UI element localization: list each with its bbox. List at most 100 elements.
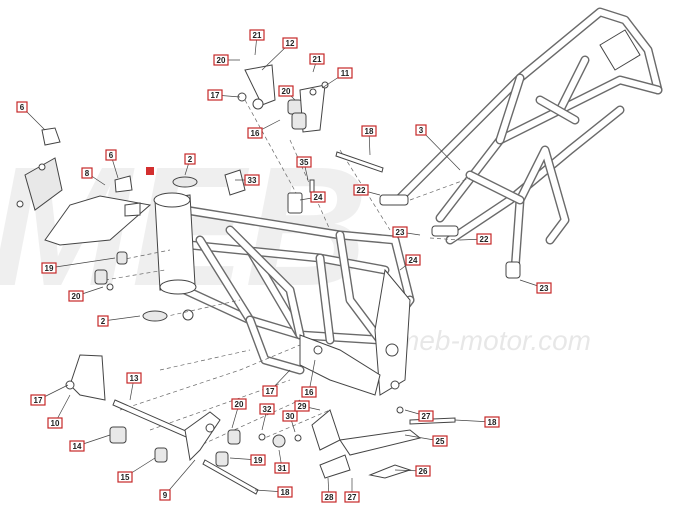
part-callout-20[interactable]: 20 — [68, 290, 84, 302]
part-callout-number: 27 — [348, 493, 357, 502]
part-callout-28[interactable]: 28 — [321, 491, 337, 503]
part-callout-21[interactable]: 21 — [309, 53, 325, 65]
main-frame — [153, 192, 415, 396]
part-callout-number: 10 — [51, 419, 60, 428]
part-callout-number: 25 — [436, 437, 445, 446]
part-callout-6[interactable]: 6 — [105, 149, 117, 161]
part-callout-number: 16 — [305, 388, 314, 397]
part-callout-24[interactable]: 24 — [405, 254, 421, 266]
part-callout-35[interactable]: 35 — [296, 156, 312, 168]
part-callout-11[interactable]: 11 — [337, 67, 353, 79]
part-callout-number: 17 — [266, 387, 275, 396]
part-callout-number: 28 — [325, 493, 334, 502]
part-callout-number: 23 — [540, 284, 549, 293]
part-callout-number: 12 — [286, 39, 295, 48]
part-callout-9[interactable]: 9 — [159, 489, 171, 501]
part-callout-17[interactable]: 17 — [30, 394, 46, 406]
reference-marker — [146, 167, 154, 175]
part-callout-number: 15 — [121, 473, 130, 482]
part-callout-number: 35 — [300, 158, 309, 167]
part-callout-number: 14 — [73, 442, 82, 451]
part-callout-number: 24 — [409, 256, 418, 265]
part-callout-32[interactable]: 32 — [259, 403, 275, 415]
part-callout-12[interactable]: 12 — [282, 37, 298, 49]
part-callout-number: 13 — [130, 374, 139, 383]
leader-line — [102, 315, 141, 322]
part-callout-20[interactable]: 20 — [231, 398, 247, 410]
part-callout-13[interactable]: 13 — [126, 372, 142, 384]
part-callout-number: 6 — [109, 151, 114, 160]
loose-parts — [16, 64, 456, 495]
part-callout-25[interactable]: 25 — [432, 435, 448, 447]
part-callout-number: 22 — [480, 235, 489, 244]
part-callout-3[interactable]: 3 — [415, 124, 427, 136]
part-callout-number: 22 — [357, 186, 366, 195]
part-callout-number: 21 — [253, 31, 262, 40]
part-callout-number: 21 — [313, 55, 322, 64]
part-callout-number: 2 — [101, 317, 106, 326]
part-callout-number: 11 — [341, 69, 350, 78]
part-callout-27[interactable]: 27 — [344, 491, 360, 503]
part-callout-number: 2 — [188, 155, 193, 164]
part-callout-20[interactable]: 20 — [278, 85, 294, 97]
part-callout-23[interactable]: 23 — [536, 282, 552, 294]
part-callout-number: 17 — [34, 396, 43, 405]
part-callout-number: 19 — [45, 264, 54, 273]
part-callout-17[interactable]: 17 — [262, 385, 278, 397]
part-callout-number: 23 — [396, 228, 405, 237]
part-callout-2[interactable]: 2 — [97, 315, 109, 327]
leader-line — [48, 257, 116, 269]
part-callout-21[interactable]: 21 — [249, 29, 265, 41]
part-callout-33[interactable]: 33 — [244, 174, 260, 186]
part-callout-number: 29 — [298, 402, 307, 411]
part-callout-8[interactable]: 8 — [81, 167, 93, 179]
part-callout-number: 26 — [419, 467, 428, 476]
part-callout-6[interactable]: 6 — [16, 101, 28, 113]
leader-line — [164, 459, 196, 496]
part-callout-number: 6 — [20, 103, 25, 112]
part-callout-30[interactable]: 30 — [282, 410, 298, 422]
part-callout-number: 16 — [251, 129, 260, 138]
part-callout-29[interactable]: 29 — [294, 400, 310, 412]
part-callout-number: 20 — [282, 87, 291, 96]
part-callout-number: 20 — [72, 292, 81, 301]
part-callout-31[interactable]: 31 — [274, 462, 290, 474]
part-callout-27[interactable]: 27 — [418, 410, 434, 422]
part-callout-20[interactable]: 20 — [213, 54, 229, 66]
part-callout-19[interactable]: 19 — [41, 262, 57, 274]
part-callout-number: 17 — [211, 91, 220, 100]
part-callout-17[interactable]: 17 — [207, 89, 223, 101]
part-callout-number: 18 — [488, 418, 497, 427]
part-callout-number: 24 — [314, 193, 323, 202]
part-callout-number: 20 — [217, 56, 226, 65]
part-callout-18[interactable]: 18 — [484, 416, 500, 428]
part-callout-19[interactable]: 19 — [250, 454, 266, 466]
part-callout-14[interactable]: 14 — [69, 440, 85, 452]
part-callout-16[interactable]: 16 — [301, 386, 317, 398]
part-callout-number: 27 — [422, 412, 431, 421]
part-callout-10[interactable]: 10 — [47, 417, 63, 429]
part-callout-number: 20 — [235, 400, 244, 409]
part-callout-number: 31 — [278, 464, 287, 473]
part-callout-2[interactable]: 2 — [184, 153, 196, 165]
part-callout-number: 18 — [281, 488, 290, 497]
part-callout-18[interactable]: 18 — [361, 125, 377, 137]
part-callout-number: 8 — [85, 169, 90, 178]
rear-subframe — [379, 7, 663, 279]
part-callout-number: 3 — [419, 126, 424, 135]
part-callout-number: 33 — [248, 176, 257, 185]
part-callout-22[interactable]: 22 — [353, 184, 369, 196]
part-callout-number: 32 — [263, 405, 272, 414]
part-callout-15[interactable]: 15 — [117, 471, 133, 483]
part-callout-22[interactable]: 22 — [476, 233, 492, 245]
part-callout-24[interactable]: 24 — [310, 191, 326, 203]
part-callout-26[interactable]: 26 — [415, 465, 431, 477]
part-callout-number: 18 — [365, 127, 374, 136]
part-callout-16[interactable]: 16 — [247, 127, 263, 139]
part-callout-number: 9 — [163, 491, 168, 500]
part-callout-23[interactable]: 23 — [392, 226, 408, 238]
part-callout-18[interactable]: 18 — [277, 486, 293, 498]
